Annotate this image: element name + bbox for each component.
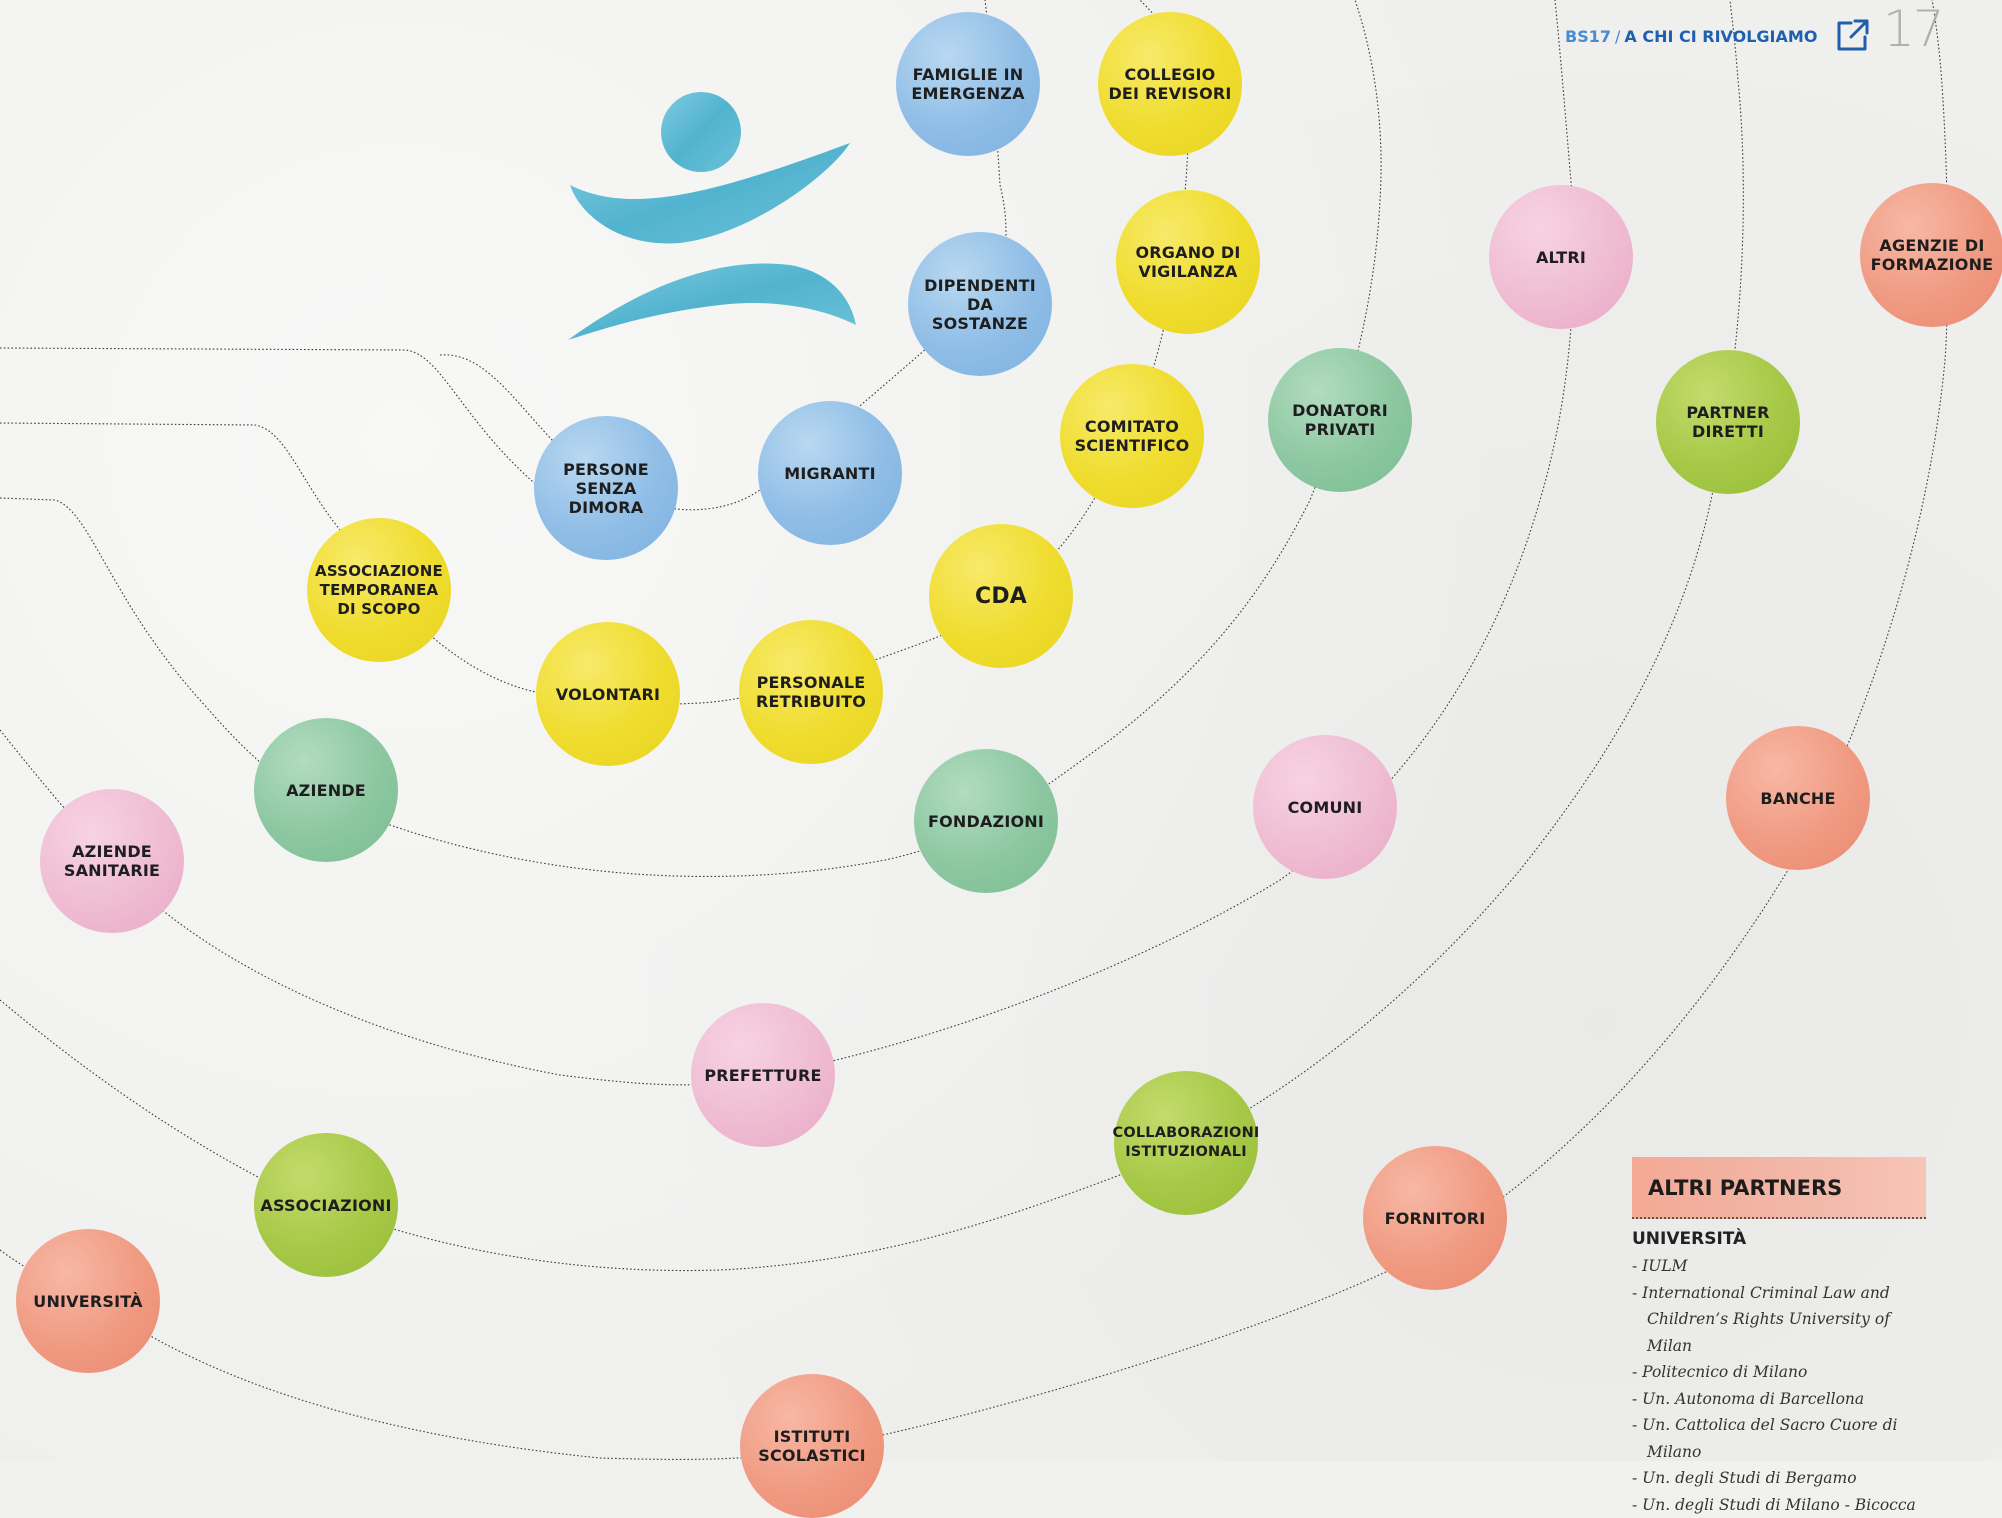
node-persone: PERSONE SENZA DIMORA xyxy=(534,416,678,560)
node-fornitori: FORNITORI xyxy=(1363,1146,1507,1290)
node-label: FORNITORI xyxy=(1385,1209,1486,1228)
node-label: MIGRANTI xyxy=(784,464,876,483)
node-associazione-temp: ASSOCIAZIONE TEMPORANEA DI SCOPO xyxy=(307,518,451,662)
node-label: DIPENDENTI DA SOSTANZE xyxy=(916,276,1044,333)
document-code: BS17 xyxy=(1565,27,1611,46)
node-personale: PERSONALE RETRIBUITO xyxy=(739,620,883,764)
ring-1-wire xyxy=(0,348,540,488)
node-universita: UNIVERSITÀ xyxy=(16,1229,160,1373)
list-item: Un. degli Studi di Bergamo xyxy=(1632,1465,1926,1492)
node-altri: ALTRI xyxy=(1489,185,1633,329)
node-collaborazioni: COLLABORAZIONI ISTITUZIONALI xyxy=(1114,1071,1258,1215)
node-migranti: MIGRANTI xyxy=(758,401,902,545)
list-item: IULM xyxy=(1632,1253,1926,1280)
node-fondazioni: FONDAZIONI xyxy=(914,749,1058,893)
node-volontari: VOLONTARI xyxy=(536,622,680,766)
node-donatori: DONATORI PRIVATI xyxy=(1268,348,1412,492)
ring-5 xyxy=(0,0,1743,1271)
node-prefetture: PREFETTURE xyxy=(691,1003,835,1147)
node-label: PARTNER DIRETTI xyxy=(1686,403,1769,441)
node-famiglie: FAMIGLIE IN EMERGENZA xyxy=(896,12,1040,156)
node-label: PERSONALE RETRIBUITO xyxy=(756,673,866,711)
node-label: PERSONE SENZA DIMORA xyxy=(563,460,649,517)
node-label: PREFETTURE xyxy=(704,1066,821,1085)
altri-partners-subtitle: UNIVERSITÀ xyxy=(1632,1229,1926,1249)
node-label: FONDAZIONI xyxy=(928,812,1044,831)
node-label: UNIVERSITÀ xyxy=(33,1292,143,1311)
list-item: Un. Autonoma di Barcellona xyxy=(1632,1386,1926,1413)
node-associazioni: ASSOCIAZIONI xyxy=(254,1133,398,1277)
logo-legs xyxy=(568,263,856,340)
node-agenzie: AGENZIE DI FORMAZIONE xyxy=(1860,183,2002,327)
list-item: Un. Cattolica del Sacro Cuore di Milano xyxy=(1632,1412,1926,1465)
node-partner: PARTNER DIRETTI xyxy=(1656,350,1800,494)
page-number: 17 xyxy=(1883,0,1943,58)
organization-logo xyxy=(560,85,860,355)
altri-partners-list: IULM International Criminal Law and Chil… xyxy=(1632,1253,1926,1518)
node-label: AGENZIE DI FORMAZIONE xyxy=(1871,236,1994,274)
node-label: COMUNI xyxy=(1288,798,1363,817)
node-label: COLLEGIO DEI REVISORI xyxy=(1108,65,1231,103)
node-label: FAMIGLIE IN EMERGENZA xyxy=(911,65,1024,103)
list-item: International Criminal Law and Children’… xyxy=(1632,1280,1926,1360)
node-banche: BANCHE xyxy=(1726,726,1870,870)
node-label: ASSOCIAZIONE TEMPORANEA DI SCOPO xyxy=(315,562,443,619)
node-label: DONATORI PRIVATI xyxy=(1292,401,1388,439)
section-title[interactable]: A CHI CI RIVOLGIAMO xyxy=(1624,27,1817,46)
list-item: Un. degli Studi di Milano - Bicocca xyxy=(1632,1492,1926,1518)
node-label: ASSOCIAZIONI xyxy=(260,1196,391,1215)
logo-head xyxy=(661,92,741,172)
node-aziende-sanitarie: AZIENDE SANITARIE xyxy=(40,789,184,933)
node-dipendenti: DIPENDENTI DA SOSTANZE xyxy=(908,232,1052,376)
node-label: ISTITUTI SCOLASTICI xyxy=(758,1427,866,1465)
node-label: ORGANO DI VIGILANZA xyxy=(1135,243,1240,281)
external-link-icon[interactable] xyxy=(1833,17,1871,55)
node-label: CDA xyxy=(975,587,1027,606)
node-istituti: ISTITUTI SCOLASTICI xyxy=(740,1374,884,1518)
node-label: COMITATO SCIENTIFICO xyxy=(1075,417,1190,455)
node-label: AZIENDE SANITARIE xyxy=(64,842,160,880)
node-cda: CDA xyxy=(929,524,1073,668)
altri-partners-title: ALTRI PARTNERS xyxy=(1632,1157,1926,1219)
node-aziende: AZIENDE xyxy=(254,718,398,862)
node-collegio: COLLEGIO DEI REVISORI xyxy=(1098,12,1242,156)
altri-partners-panel: ALTRI PARTNERS UNIVERSITÀ IULM Internati… xyxy=(1632,1157,1926,1518)
node-label: ALTRI xyxy=(1536,248,1586,267)
node-organo: ORGANO DI VIGILANZA xyxy=(1116,190,1260,334)
breadcrumb-separator: / xyxy=(1615,27,1620,46)
node-comuni: COMUNI xyxy=(1253,735,1397,879)
node-comitato: COMITATO SCIENTIFICO xyxy=(1060,364,1204,508)
node-label: BANCHE xyxy=(1760,789,1835,808)
node-label: COLLABORAZIONI ISTITUZIONALI xyxy=(1113,1124,1260,1162)
page-header: BS17 / A CHI CI RIVOLGIAMO xyxy=(1565,12,1871,60)
node-label: AZIENDE xyxy=(286,781,366,800)
node-label: VOLONTARI xyxy=(556,685,660,704)
list-item: Politecnico di Milano xyxy=(1632,1359,1926,1386)
